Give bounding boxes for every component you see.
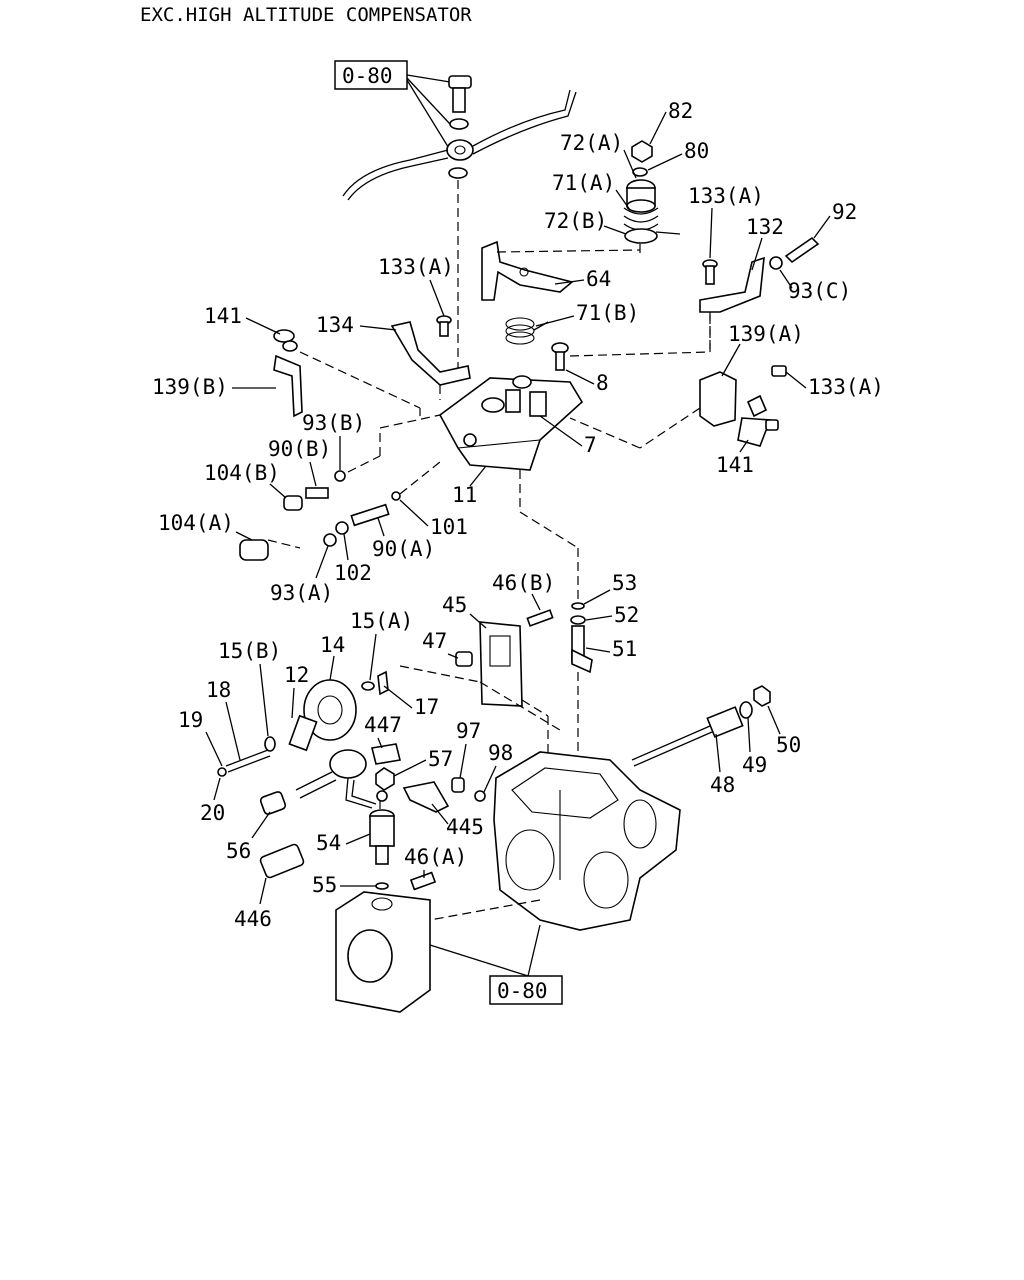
callout-134: 134 bbox=[316, 313, 354, 337]
callout-46b: 46(B) bbox=[492, 571, 555, 595]
top-bolt-and-pipe bbox=[342, 75, 577, 375]
callout-52: 52 bbox=[614, 603, 639, 627]
callout-72a: 72(A) bbox=[560, 131, 623, 155]
front-cover bbox=[335, 891, 431, 1013]
bolt-133a-mid bbox=[436, 315, 452, 337]
callout-49: 49 bbox=[742, 753, 767, 777]
callout-90b: 90(B) bbox=[268, 437, 331, 461]
adjust-screw-b bbox=[283, 414, 441, 511]
svg-text:0-80: 0-80 bbox=[342, 64, 393, 88]
callout-104a: 104(A) bbox=[158, 511, 234, 535]
callout-51: 51 bbox=[612, 637, 637, 661]
governor-housing bbox=[438, 375, 584, 600]
callout-93a: 93(A) bbox=[270, 581, 333, 605]
callout-71a: 71(A) bbox=[552, 171, 615, 195]
shaft-48 bbox=[631, 685, 771, 767]
callout-48: 48 bbox=[710, 773, 735, 797]
callout-72b: 72(B) bbox=[544, 209, 607, 233]
callout-11: 11 bbox=[452, 483, 477, 507]
adjust-screw-a bbox=[239, 461, 441, 561]
callout-45: 45 bbox=[442, 593, 467, 617]
callout-90a: 90(A) bbox=[372, 537, 435, 561]
callout-56: 56 bbox=[226, 839, 251, 863]
callout-50: 50 bbox=[776, 733, 801, 757]
callout-53: 53 bbox=[612, 571, 637, 595]
sensor-assembly bbox=[259, 743, 401, 815]
callout-101: 101 bbox=[430, 515, 468, 539]
callout-14: 14 bbox=[320, 633, 345, 657]
bracket-132 bbox=[699, 236, 820, 352]
callout-47: 47 bbox=[422, 629, 447, 653]
callout-92: 92 bbox=[832, 200, 857, 224]
callout-102: 102 bbox=[334, 561, 372, 585]
callout-20: 20 bbox=[200, 801, 225, 825]
callout-446: 446 bbox=[234, 907, 272, 931]
callout-93c: 93(C) bbox=[788, 279, 851, 303]
callout-82: 82 bbox=[668, 99, 693, 123]
callout-17: 17 bbox=[414, 695, 439, 719]
callout-132: 132 bbox=[746, 215, 784, 239]
callout-18: 18 bbox=[206, 678, 231, 702]
callout-57: 57 bbox=[428, 747, 453, 771]
valve-54 bbox=[259, 809, 437, 891]
diagram-title: EXC.HIGH ALTITUDE COMPENSATOR bbox=[140, 4, 472, 26]
callout-141-right: 141 bbox=[716, 453, 754, 477]
callout-55: 55 bbox=[312, 873, 337, 897]
reference-box-top: 0-80 bbox=[334, 60, 451, 151]
callout-7: 7 bbox=[584, 433, 597, 457]
bracket-134 bbox=[390, 321, 471, 400]
reference-box-bottom: 0-80 bbox=[429, 924, 563, 1005]
callout-15b: 15(B) bbox=[218, 639, 281, 663]
spring-71b bbox=[505, 317, 549, 345]
callout-445: 445 bbox=[446, 815, 484, 839]
pump-body bbox=[429, 751, 681, 931]
callout-447: 447 bbox=[364, 713, 402, 737]
callout-98: 98 bbox=[488, 741, 513, 765]
callout-15a: 15(A) bbox=[350, 609, 413, 633]
screw-8 bbox=[551, 308, 711, 371]
callouts: 82 72(A) 80 71(A) 72(B) 133(A) 92 132 93… bbox=[152, 99, 884, 931]
svg-text:0-80: 0-80 bbox=[497, 979, 548, 1003]
callout-133a-right: 133(A) bbox=[808, 375, 884, 399]
spring-stack-assembly bbox=[623, 140, 681, 258]
callout-19: 19 bbox=[178, 708, 203, 732]
callout-133a-top: 133(A) bbox=[688, 184, 764, 208]
callout-8: 8 bbox=[596, 371, 609, 395]
callout-97: 97 bbox=[456, 719, 481, 743]
callout-12: 12 bbox=[284, 663, 309, 687]
callout-139b: 139(B) bbox=[152, 375, 228, 399]
callout-80: 80 bbox=[684, 139, 709, 163]
bracket-139a-right bbox=[569, 365, 787, 449]
lever-64 bbox=[481, 240, 641, 301]
callout-104b: 104(B) bbox=[204, 461, 280, 485]
callout-139a: 139(A) bbox=[728, 322, 804, 346]
flyweight-assembly bbox=[217, 665, 561, 777]
callout-54: 54 bbox=[316, 831, 341, 855]
callout-71b: 71(B) bbox=[576, 301, 639, 325]
bracket-139b-left bbox=[273, 329, 421, 418]
callout-141-left: 141 bbox=[204, 304, 242, 328]
callout-46a: 46(A) bbox=[404, 845, 467, 869]
callout-64: 64 bbox=[586, 267, 611, 291]
callout-133a-mid: 133(A) bbox=[378, 255, 454, 279]
callout-93b: 93(B) bbox=[302, 411, 365, 435]
